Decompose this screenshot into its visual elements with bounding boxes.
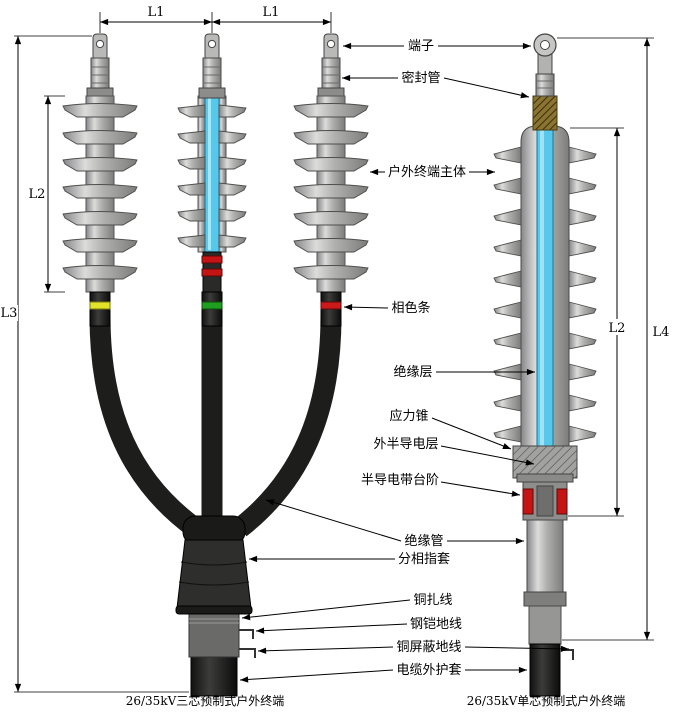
three-core-termination <box>63 33 368 697</box>
armor-collar <box>188 612 240 658</box>
insulation-core-blue <box>204 95 220 253</box>
leader-semicon-tape-step <box>440 481 521 497</box>
insulation-highlight <box>540 130 544 456</box>
insulator-tower-b-cutaway <box>177 33 247 327</box>
dim-label-l1-left: L1 <box>148 5 165 20</box>
leader-copper-shield-ground-wire-left <box>257 646 394 654</box>
boot-ridge <box>180 561 248 566</box>
leader-insulation-tube-left <box>265 499 402 542</box>
terminal-hole <box>540 40 550 50</box>
boot-lip <box>175 605 253 615</box>
label-semicon-tape-step: 半导电带台阶 <box>361 473 439 488</box>
red-sealing-band <box>201 268 223 277</box>
stress-cone-flange <box>516 473 574 483</box>
phase-color-strip-red <box>320 301 342 310</box>
leader-phase-color-strip <box>343 304 389 311</box>
steel-armor-ground-wire <box>239 629 254 639</box>
red-band-left <box>522 488 534 515</box>
phase-cable-right <box>233 315 342 537</box>
leader-stress-cone <box>431 417 512 450</box>
dim-label-l1-right: L1 <box>263 5 280 20</box>
boot-ridge <box>178 581 250 586</box>
top-cap <box>198 87 226 99</box>
copper-shield-ground-wire <box>239 648 256 658</box>
sealing-tube <box>532 95 558 131</box>
leader-outer-semicon <box>440 445 535 466</box>
red-band-right <box>556 488 568 515</box>
insulation-layer-blue <box>536 127 554 459</box>
dimension-l2-right: L2 <box>568 127 630 517</box>
dim-label-l3: L3 <box>1 306 18 321</box>
leader-sealing-tube-right <box>443 77 530 99</box>
dim-label-l4: L4 <box>653 325 670 340</box>
dim-label-l2-left: L2 <box>29 187 46 202</box>
body-wall-right <box>218 95 227 253</box>
lug-neck <box>537 53 553 75</box>
dim-label-bg <box>1 305 18 321</box>
caption-single-core: 26/35kV单芯预制式户外终端 <box>467 693 626 708</box>
label-copper-binding-wire: 铜扎线 <box>413 593 452 608</box>
dimension-l3: L3 <box>1 35 189 693</box>
leader-cable-outer-sheath-left <box>239 669 394 683</box>
dim-label-bg <box>604 319 630 335</box>
insulation-highlight <box>208 98 211 250</box>
dimension-l2-left: L2 <box>29 95 65 293</box>
label-sealing-tube: 密封管 <box>401 70 440 86</box>
insulation-tube <box>526 519 564 593</box>
label-stress-cone: 应力锥 <box>389 408 428 424</box>
leader-copper-binding-wire <box>241 599 411 621</box>
label-phase-color-strip: 相色条 <box>391 300 430 316</box>
caption-three-core: 26/35kV三芯预制式户外终端 <box>126 693 285 708</box>
crimp-ferrule <box>202 57 222 91</box>
phase-color-strip-yellow <box>89 301 111 310</box>
dim-label-l2-right: L2 <box>609 321 626 336</box>
label-copper-shield-ground-wire: 铜屏蔽地线 <box>396 640 461 655</box>
leader-steel-armor-ground-wire <box>255 623 408 634</box>
phase-cable-left <box>89 315 202 537</box>
phase-finger-sleeve-boot <box>176 539 252 609</box>
label-terminal: 端子 <box>408 39 434 54</box>
label-insulation-layer: 绝缘层 <box>393 364 432 380</box>
phase-color-strip-green <box>201 301 223 310</box>
red-sealing-band <box>201 255 223 264</box>
body-wall-left <box>197 95 206 253</box>
lug-barrel <box>535 73 555 97</box>
label-steel-armor-ground-wire: 钢铠地线 <box>410 616 462 632</box>
step-center <box>536 485 554 517</box>
label-outer-semicon: 外半导电层 <box>373 437 438 452</box>
dimension-l1: L1 L1 <box>99 5 332 33</box>
part-labels: 端子 密封管 户外终端主体 相色条 绝缘层 应力锥 外半导电层 半导电带台阶 绝… <box>239 39 570 683</box>
label-insulation-tube: 绝缘管 <box>404 533 443 549</box>
lower-collar <box>523 591 567 607</box>
dimension-l4: L4 <box>557 37 670 641</box>
leader-copper-shield-ground-wire-right <box>464 645 570 652</box>
label-phase-finger-sleeve: 分相指套 <box>398 551 450 567</box>
lower-tube <box>528 605 562 645</box>
cable-outer-sheath <box>529 643 561 697</box>
label-terminal-body: 户外终端主体 <box>388 164 466 180</box>
terminal-lug <box>204 33 220 60</box>
label-cable-outer-sheath: 电缆外护套 <box>396 662 461 678</box>
